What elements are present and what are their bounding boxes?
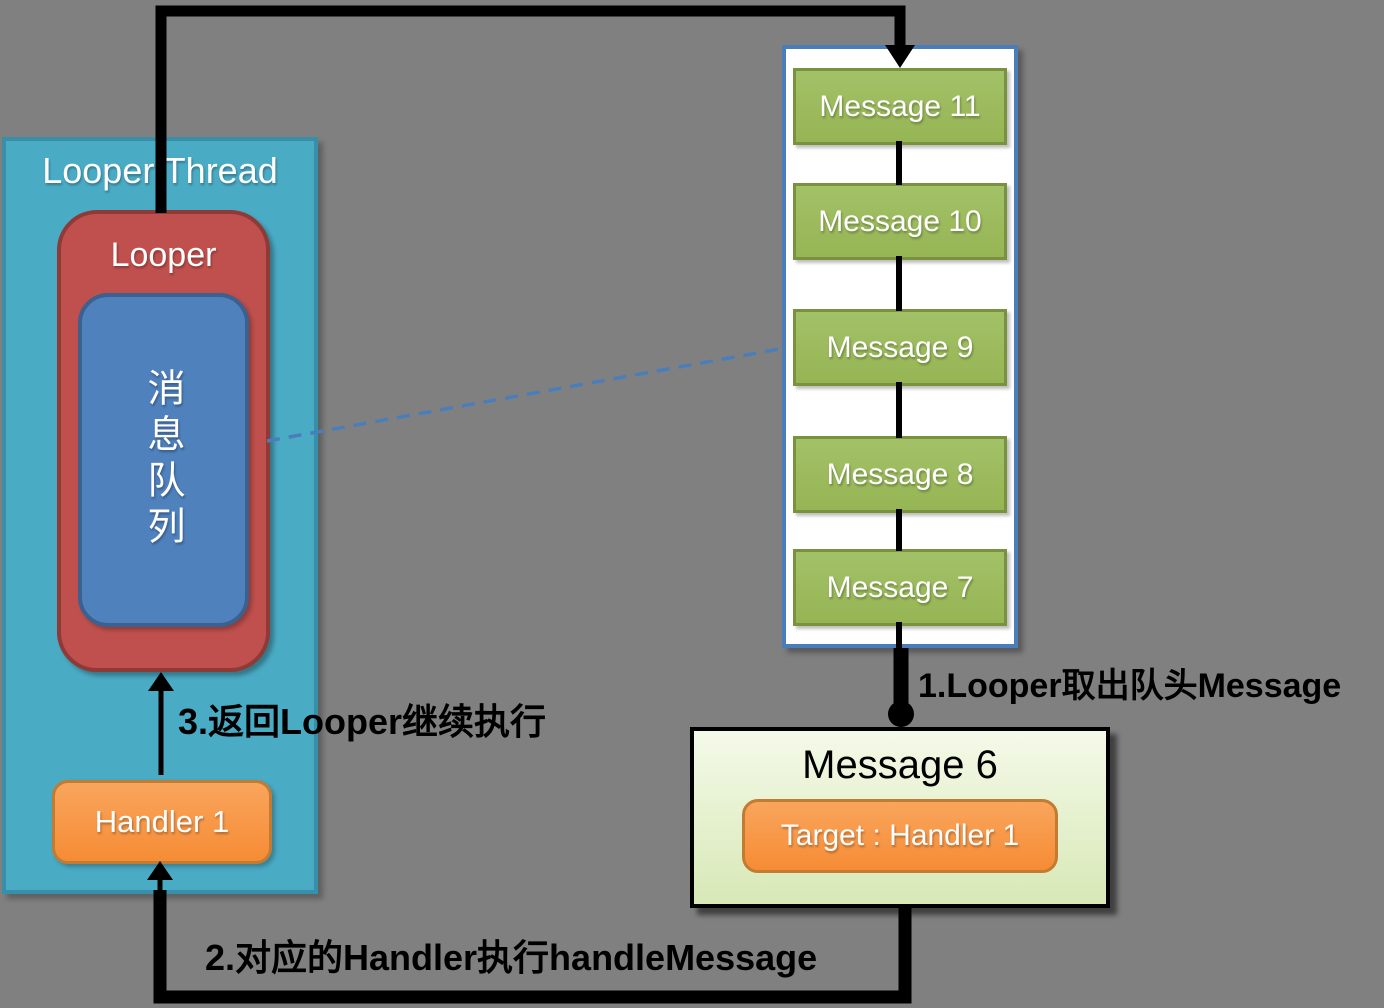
- target-handler-box: Target : Handler 1: [742, 799, 1058, 873]
- message-6-title: Message 6: [802, 743, 998, 787]
- message-11-box: Message 11: [793, 68, 1007, 145]
- message-queue-container: Message 11 Message 10 Message 9 Message …: [782, 45, 1018, 648]
- queue-reference-dashed-line: [266, 346, 786, 443]
- message-queue-label: 消息队列: [141, 368, 185, 552]
- step3-label: 3.返回Looper继续执行: [178, 701, 547, 742]
- message-9-box: Message 9: [793, 309, 1007, 386]
- looper-thread-title: Looper Thread: [42, 150, 278, 191]
- step2-label: 2.对应的Handler执行handleMessage: [205, 937, 818, 978]
- looper-box: Looper 消息队列: [57, 210, 270, 672]
- message-8-box: Message 8: [793, 436, 1007, 513]
- looper-thread-box: Looper Thread Looper 消息队列 Handler 1: [2, 137, 318, 894]
- looper-label: Looper: [110, 236, 217, 274]
- handler1-box: Handler 1: [52, 780, 272, 864]
- message-10-box: Message 10: [793, 183, 1007, 260]
- connector-dot: [888, 701, 914, 727]
- message-queue-inner-box: 消息队列: [78, 293, 249, 627]
- message-6-box: Message 6 Target : Handler 1: [690, 727, 1110, 908]
- step1-label: 1.Looper取出队头Message: [918, 667, 1342, 705]
- message-7-box: Message 7: [793, 549, 1007, 626]
- dequeue-connector: [888, 648, 914, 727]
